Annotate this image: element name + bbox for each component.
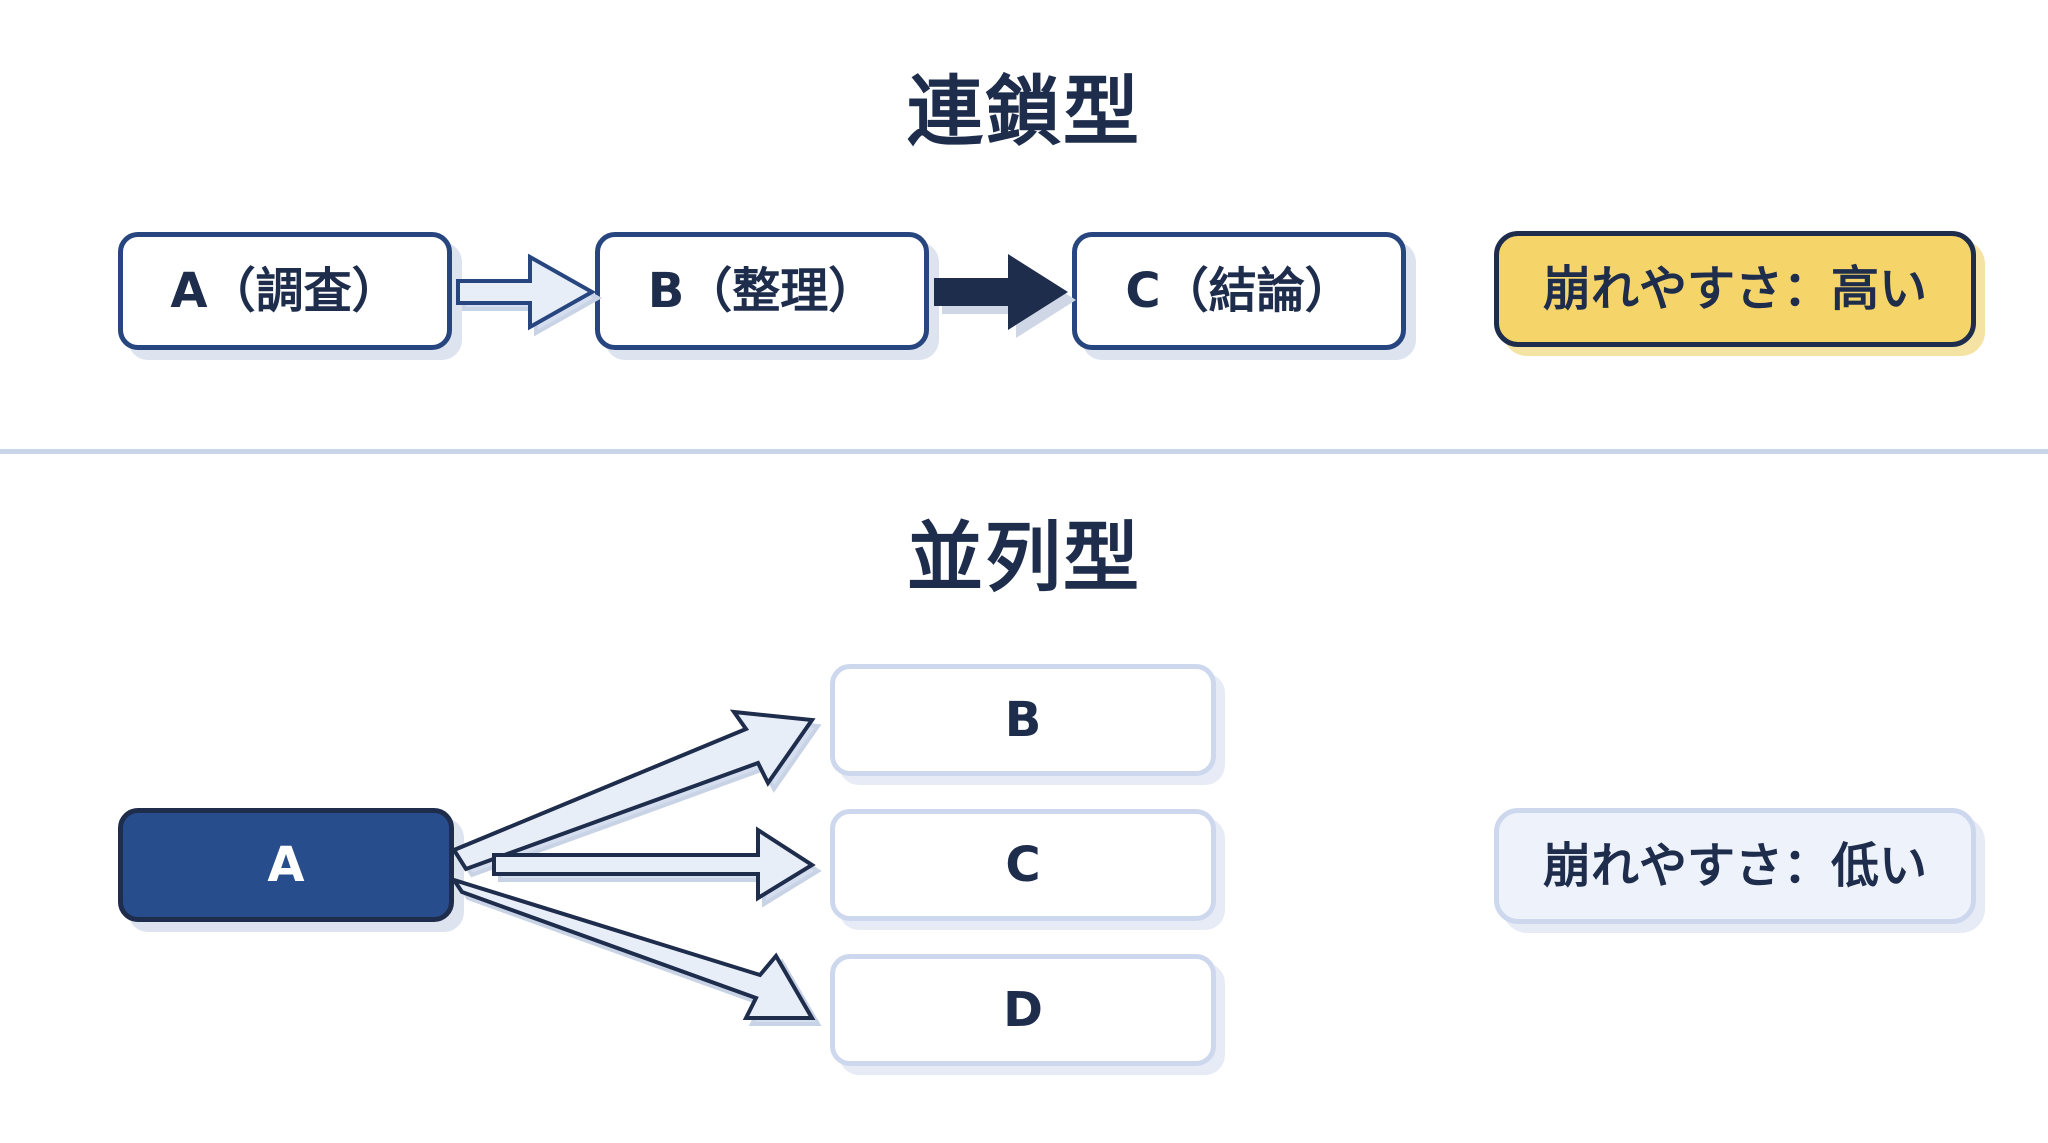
parallel-section-title: 並列型 bbox=[907, 513, 1141, 602]
chain-arrow-a-to-b bbox=[456, 253, 603, 337]
parallel-arrow-a-to-c bbox=[492, 826, 822, 908]
parallel-arrow-a-to-d bbox=[449, 876, 822, 1026]
chain-node-a: A（調査） bbox=[118, 232, 452, 350]
parallel-source-node-a: A bbox=[118, 808, 454, 922]
chain-node-b: B（整理） bbox=[595, 232, 929, 350]
section-divider bbox=[0, 449, 2048, 454]
parallel-arrow-a-to-b bbox=[451, 709, 822, 878]
chain-section-title: 連鎖型 bbox=[907, 67, 1141, 156]
parallel-arrows bbox=[449, 709, 822, 1026]
chain-node-c: C（結論） bbox=[1072, 232, 1406, 350]
chain-fragility-badge: 崩れやすさ：高い bbox=[1494, 231, 1976, 347]
chain-arrow-b-to-c bbox=[934, 254, 1076, 338]
parallel-target-node-d: D bbox=[830, 954, 1216, 1066]
parallel-target-node-b: B bbox=[830, 664, 1216, 776]
parallel-fragility-badge: 崩れやすさ：低い bbox=[1494, 808, 1976, 924]
parallel-target-node-c: C bbox=[830, 809, 1216, 921]
